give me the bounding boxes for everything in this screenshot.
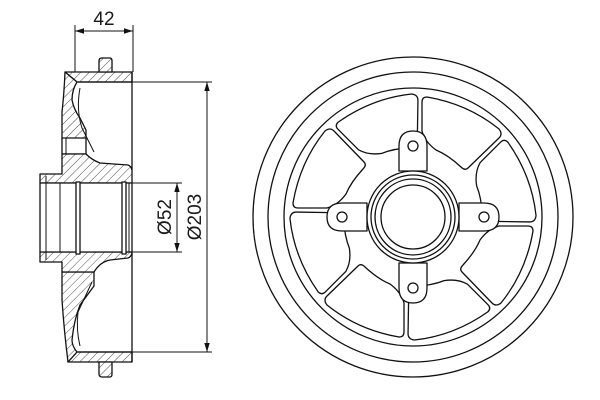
outer-rim-circle [252,56,574,378]
bolt-lug [398,262,428,304]
hub-ring-3 [374,178,452,256]
spoke-window [407,279,491,341]
drum-inner-surface [78,72,133,362]
back-plate-upper [61,71,87,141]
bolt-hole [407,140,419,152]
seal-groove-1 [75,181,81,255]
spoke-window [335,93,419,155]
spoke-window [421,96,502,170]
bolt-lug [458,202,500,232]
hub-section-lower [39,251,133,273]
bolt-hole [336,211,348,223]
rim-tab-bottom [98,361,113,378]
seal-groove-2 [121,181,127,255]
bore [39,182,133,253]
spoke-window [324,264,405,338]
hub-section-upper [39,153,133,184]
spoke-window [475,139,537,223]
front-view [252,56,574,378]
hub-ring-2 [370,174,456,260]
inner-web-curve-upper [77,87,95,153]
inner-web-curve-lower [76,281,93,347]
rim-section-bottom [67,351,133,363]
side-section-view: 42 Ø52 Ø203 [39,9,212,378]
spoke-window [289,211,351,295]
spoke-window [460,225,534,306]
hub-bore [380,184,446,250]
dim-bore-label: Ø52 [155,199,176,235]
spoke-window [292,128,366,209]
middle-rim-circle [267,71,559,363]
bolt-lugs [326,130,500,304]
bolt-lug [326,202,368,232]
rim-tab-top [98,57,113,73]
spoke-windows [289,93,537,341]
bolt-hole [407,282,419,294]
bolt-lug [398,130,428,172]
dim-width-label: 42 [93,9,114,30]
dim-outer-diameter-label: Ø203 [185,194,206,240]
inner-rim-circle [283,87,543,347]
bolt-hole [478,211,490,223]
